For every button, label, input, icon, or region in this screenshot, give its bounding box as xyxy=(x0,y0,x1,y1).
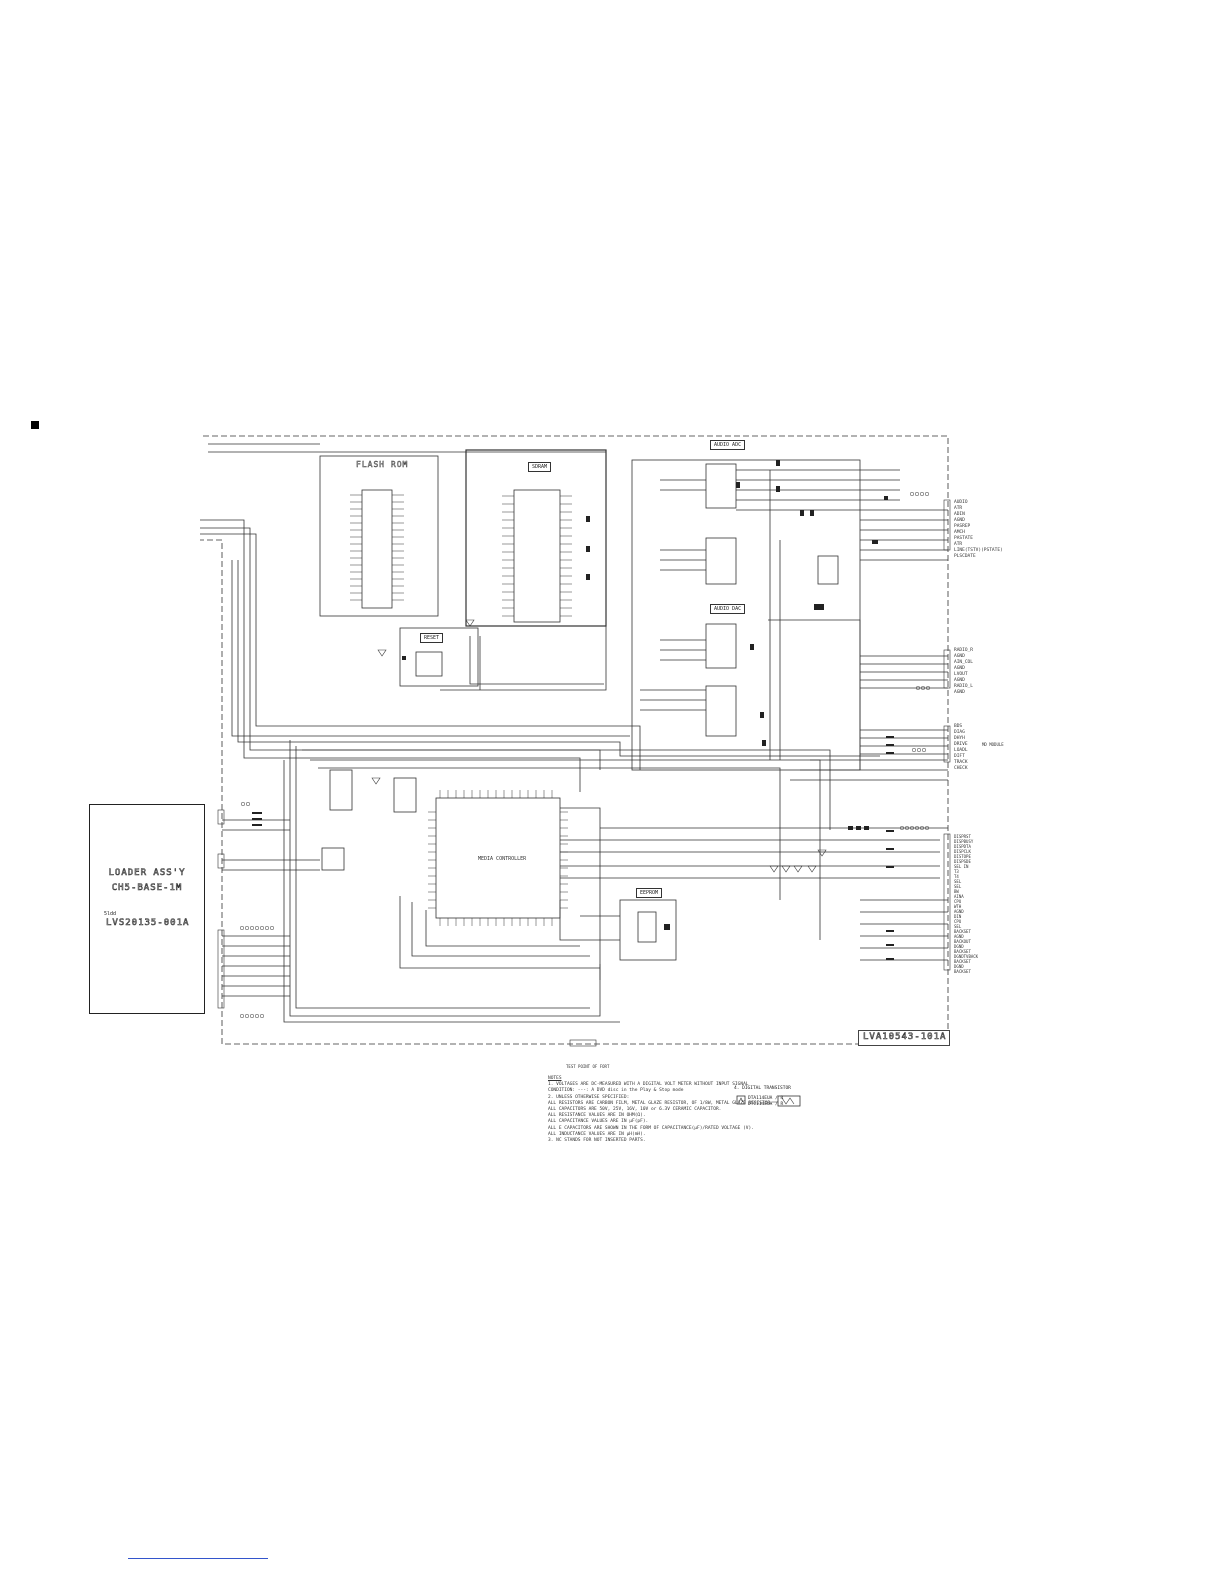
section-bullet xyxy=(31,421,39,429)
board-part-number: LVA10543-101A xyxy=(863,1032,947,1043)
adc-ic-2 xyxy=(705,537,737,585)
connector-loader-3 xyxy=(217,929,225,1009)
osc-block xyxy=(321,847,345,871)
connector-test-point xyxy=(569,1039,597,1047)
sdram-ic xyxy=(513,489,561,623)
audio-region xyxy=(631,459,861,771)
xtal-ic-1 xyxy=(329,769,353,811)
connector-mid-right xyxy=(943,649,951,689)
loader-title: LOADER ASS'Y xyxy=(108,868,186,879)
loader-assy-box: LOADER ASS'Y CH5-BASE-1M 5ldd LVS20135-0… xyxy=(89,804,205,1014)
sdram-label: SDRAM xyxy=(528,462,552,472)
digital-transistor-note: 4. DIGITAL TRANSISTOR DTA114EUA / R DTC1… xyxy=(734,1086,791,1107)
loader-sub: 5ldd xyxy=(104,911,117,917)
board-part-number-box: LVA10543-101A xyxy=(858,1030,950,1046)
footer-link-underline xyxy=(128,1558,268,1559)
reset-region xyxy=(399,627,479,687)
dac-ic-2 xyxy=(705,685,737,737)
flash-rom-block xyxy=(319,455,439,617)
eeprom-label: EEPROM xyxy=(636,888,663,898)
connector-lower-right xyxy=(943,833,951,971)
loader-model: CH5-BASE-1M xyxy=(111,883,183,894)
connector-loader-1 xyxy=(217,809,225,825)
audio-adc-label: AUDIO ADC xyxy=(710,440,746,450)
connector-md xyxy=(943,725,951,763)
connector-loader-2 xyxy=(217,853,225,869)
mute-ic xyxy=(817,555,839,585)
test-point-label: TEST POINT OF FORT xyxy=(566,1064,610,1069)
flash-rom-label: FLASH ROM xyxy=(356,460,409,470)
dac-ic-1 xyxy=(705,623,737,669)
media-controller-ic xyxy=(435,797,561,919)
loader-part-number: LVS20135-001A xyxy=(106,918,190,929)
reset-ic xyxy=(415,651,443,677)
audio-dac-label: AUDIO DAC xyxy=(710,604,746,614)
schematic-notes: NOTES 1. VOLTAGES ARE DC-MEASURED WITH A… xyxy=(548,1076,773,1144)
board-outline xyxy=(200,435,949,1045)
md-module-label: MD MODULE xyxy=(982,742,1004,747)
transistor-symbol xyxy=(736,1095,801,1107)
reset-label: RESET xyxy=(420,633,444,643)
adc-ic-1 xyxy=(705,463,737,509)
flash-rom-ic xyxy=(361,489,393,609)
xtal-ic-2 xyxy=(393,777,417,813)
media-controller-label: MEDIA CONTROLLER xyxy=(478,856,527,862)
eeprom-ic xyxy=(637,911,657,943)
eeprom-block xyxy=(619,899,677,961)
notes-title: NOTES xyxy=(548,1076,562,1081)
connector-top-right xyxy=(943,499,951,551)
